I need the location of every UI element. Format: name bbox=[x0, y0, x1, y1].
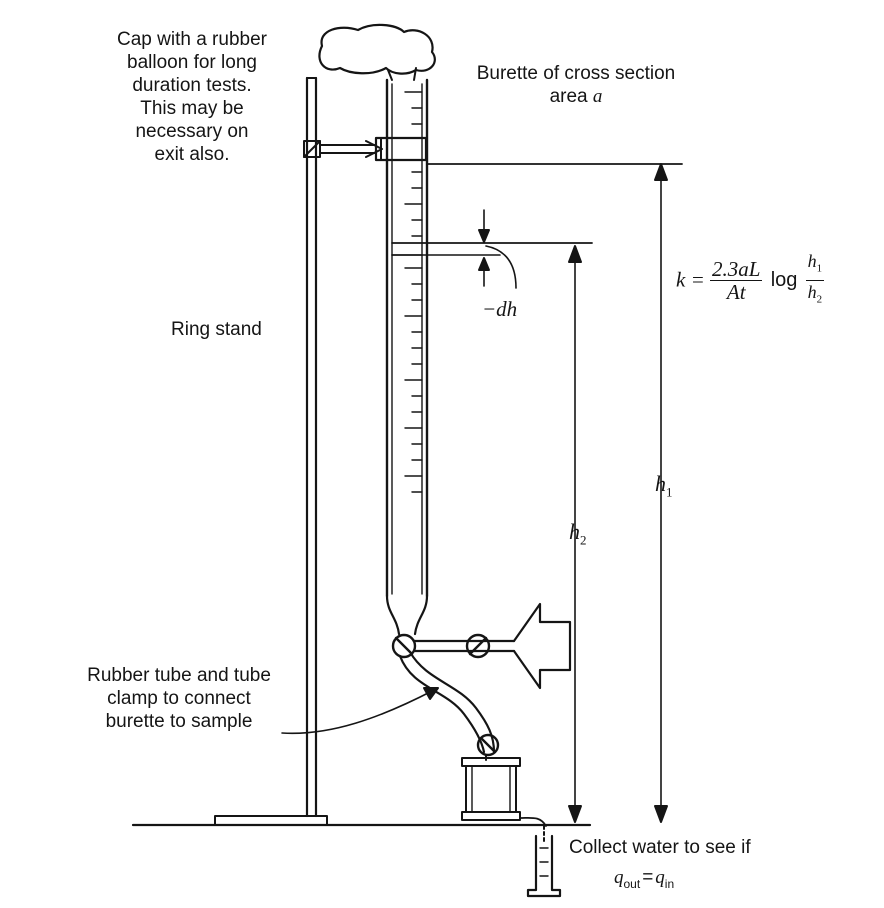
flow-equality: qout=qin bbox=[614, 866, 674, 896]
dh-label: −dh bbox=[482, 297, 518, 321]
cap-label-line: duration tests. bbox=[132, 75, 252, 96]
cap-label: Cap with a rubber balloon for long durat… bbox=[76, 28, 308, 166]
burette-label: Burette of cross section area a bbox=[434, 62, 718, 108]
area-variable: a bbox=[592, 86, 603, 107]
ratio-num-symbol: h bbox=[807, 251, 817, 271]
rubber-tube-label: Rubber tube and tube clamp to connect bu… bbox=[52, 664, 306, 733]
h2-dimension bbox=[421, 242, 593, 823]
rubber-label-line: clamp to connect bbox=[107, 688, 251, 709]
tube-clamp bbox=[476, 733, 500, 757]
cap-label-line: exit also. bbox=[154, 144, 230, 165]
h1-subscript: 1 bbox=[666, 484, 673, 500]
collect-label: Collect water to see if bbox=[569, 837, 751, 858]
formula-lhs: k = bbox=[676, 267, 705, 292]
formula-ratio-fraction: h1 h2 bbox=[805, 250, 825, 311]
ratio-num-subscript: 1 bbox=[816, 262, 823, 275]
formula-main-fraction: 2.3aL At bbox=[710, 256, 763, 304]
cap-label-line: necessary on bbox=[135, 121, 249, 142]
formula-denominator: At bbox=[726, 279, 746, 304]
h2-symbol: h bbox=[569, 519, 580, 544]
cap-label-line: balloon for long bbox=[127, 52, 257, 73]
sample-holder bbox=[461, 757, 547, 827]
h2-subscript: 2 bbox=[580, 532, 587, 548]
burette bbox=[318, 23, 436, 659]
rubber-label-line: Rubber tube and tube bbox=[87, 665, 271, 686]
formula-ratio-denominator: h2 bbox=[806, 281, 825, 311]
q-out-symbol: q bbox=[614, 867, 624, 888]
side-funnel bbox=[512, 602, 572, 690]
outlet-pipe bbox=[412, 602, 572, 690]
cap-label-line: This may be bbox=[140, 98, 244, 119]
side-valve bbox=[465, 633, 491, 659]
ring-stand-base bbox=[214, 815, 328, 826]
burette-label-line: area a bbox=[434, 85, 718, 108]
bottom-valve bbox=[391, 633, 417, 659]
cap-label-line: Cap with a rubber bbox=[117, 29, 267, 50]
formula-log: log bbox=[770, 268, 798, 291]
permeability-formula: k = 2.3aL At log h1 h2 bbox=[676, 250, 825, 311]
q-in-symbol: q bbox=[655, 867, 665, 888]
collection-beaker bbox=[526, 825, 562, 898]
rubber-label-line: burette to sample bbox=[105, 711, 253, 732]
h2-label: h2 bbox=[569, 520, 587, 551]
rubber-tube bbox=[398, 650, 500, 761]
burette-clamp bbox=[374, 136, 428, 162]
burette-label-text: area bbox=[549, 86, 593, 107]
burette-scale bbox=[404, 91, 423, 493]
equals-sign: = bbox=[642, 867, 654, 888]
q-out-subscript: out bbox=[623, 876, 641, 891]
formula-ratio-numerator: h1 bbox=[805, 250, 825, 281]
ratio-den-subscript: 2 bbox=[816, 293, 823, 306]
balloon-cap bbox=[318, 23, 436, 75]
stand-clamp bbox=[303, 140, 321, 158]
dh-indicator bbox=[421, 209, 517, 289]
h1-dimension bbox=[426, 163, 683, 823]
ring-stand-label: Ring stand bbox=[171, 319, 262, 340]
ratio-den-symbol: h bbox=[807, 281, 817, 302]
formula-numerator: 2.3aL bbox=[710, 256, 763, 281]
q-in-subscript: in bbox=[664, 876, 675, 891]
rubber-tube-leader bbox=[281, 689, 435, 735]
h1-symbol: h bbox=[655, 471, 666, 496]
h1-label: h1 bbox=[655, 472, 673, 503]
burette-label-line: Burette of cross section bbox=[476, 63, 676, 84]
